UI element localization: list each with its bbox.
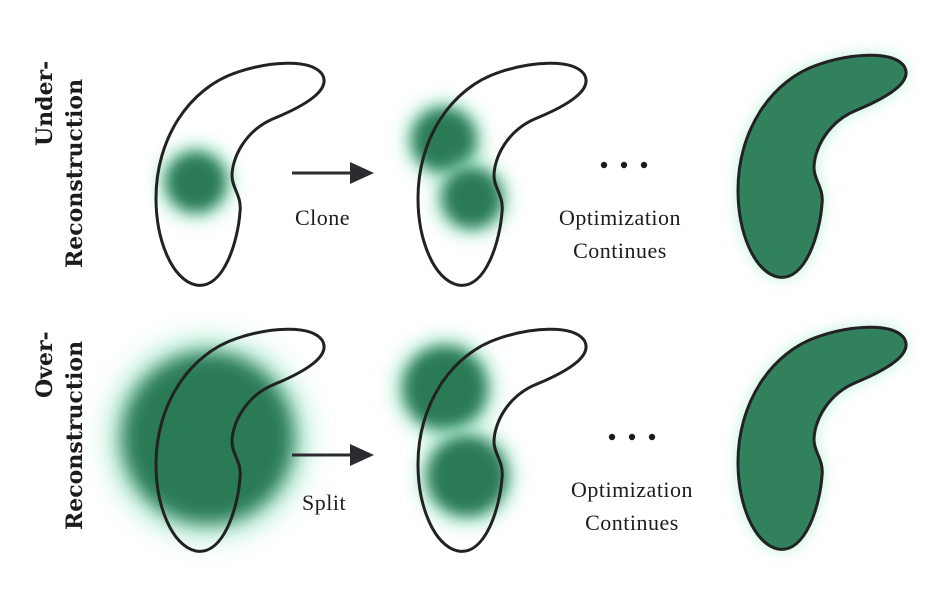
row-label-over-line1: Over-: [32, 331, 58, 398]
ellipsis-dot: [620, 161, 628, 169]
gaussian-large: [122, 352, 294, 524]
row-label-under-line1: Under-: [32, 61, 58, 146]
ellipsis-dot: [648, 433, 656, 441]
final-fill: [738, 327, 907, 550]
over-continues: Optimization Continues: [571, 433, 693, 535]
ellipsis-dot: [608, 433, 616, 441]
clone-label: Clone: [295, 205, 350, 230]
over-final-panel: [736, 325, 908, 551]
under-initial-panel: [154, 61, 326, 287]
continues-line1: Optimization: [571, 477, 693, 502]
row-label-over-line2: Reconstruction: [62, 341, 88, 530]
row-label-under: Under- Reconstruction: [32, 53, 88, 268]
over-initial-panel: [108, 327, 326, 553]
gaussian-split-a-core: [403, 346, 487, 430]
continues-line2: Continues: [585, 510, 679, 535]
over-split-panel: [393, 327, 588, 553]
split-label: Split: [302, 490, 346, 515]
final-fill: [738, 55, 907, 278]
row-over-reconstruction: Over- Reconstruction Split: [32, 324, 908, 553]
split-arrow: Split: [292, 444, 374, 515]
under-cloned-panel: [404, 61, 588, 287]
gaussian-split-b-core: [427, 436, 507, 516]
gaussian-small-core: [166, 152, 226, 212]
row-under-reconstruction: Under- Reconstruction Clone: [32, 53, 908, 287]
row-label-over: Over- Reconstruction: [32, 324, 88, 530]
clone-arrow: Clone: [292, 162, 374, 230]
row-label-under-line2: Reconstruction: [62, 79, 88, 268]
ellipsis-dot: [628, 433, 636, 441]
under-continues: Optimization Continues: [559, 161, 681, 263]
continues-line1: Optimization: [559, 205, 681, 230]
continues-line2: Continues: [573, 238, 667, 263]
ellipsis-dot: [600, 161, 608, 169]
gaussian-clone-a-core: [412, 108, 476, 172]
gaussian-clone-b-core: [442, 168, 502, 228]
under-final-panel: [736, 53, 908, 279]
ellipsis-dot: [640, 161, 648, 169]
